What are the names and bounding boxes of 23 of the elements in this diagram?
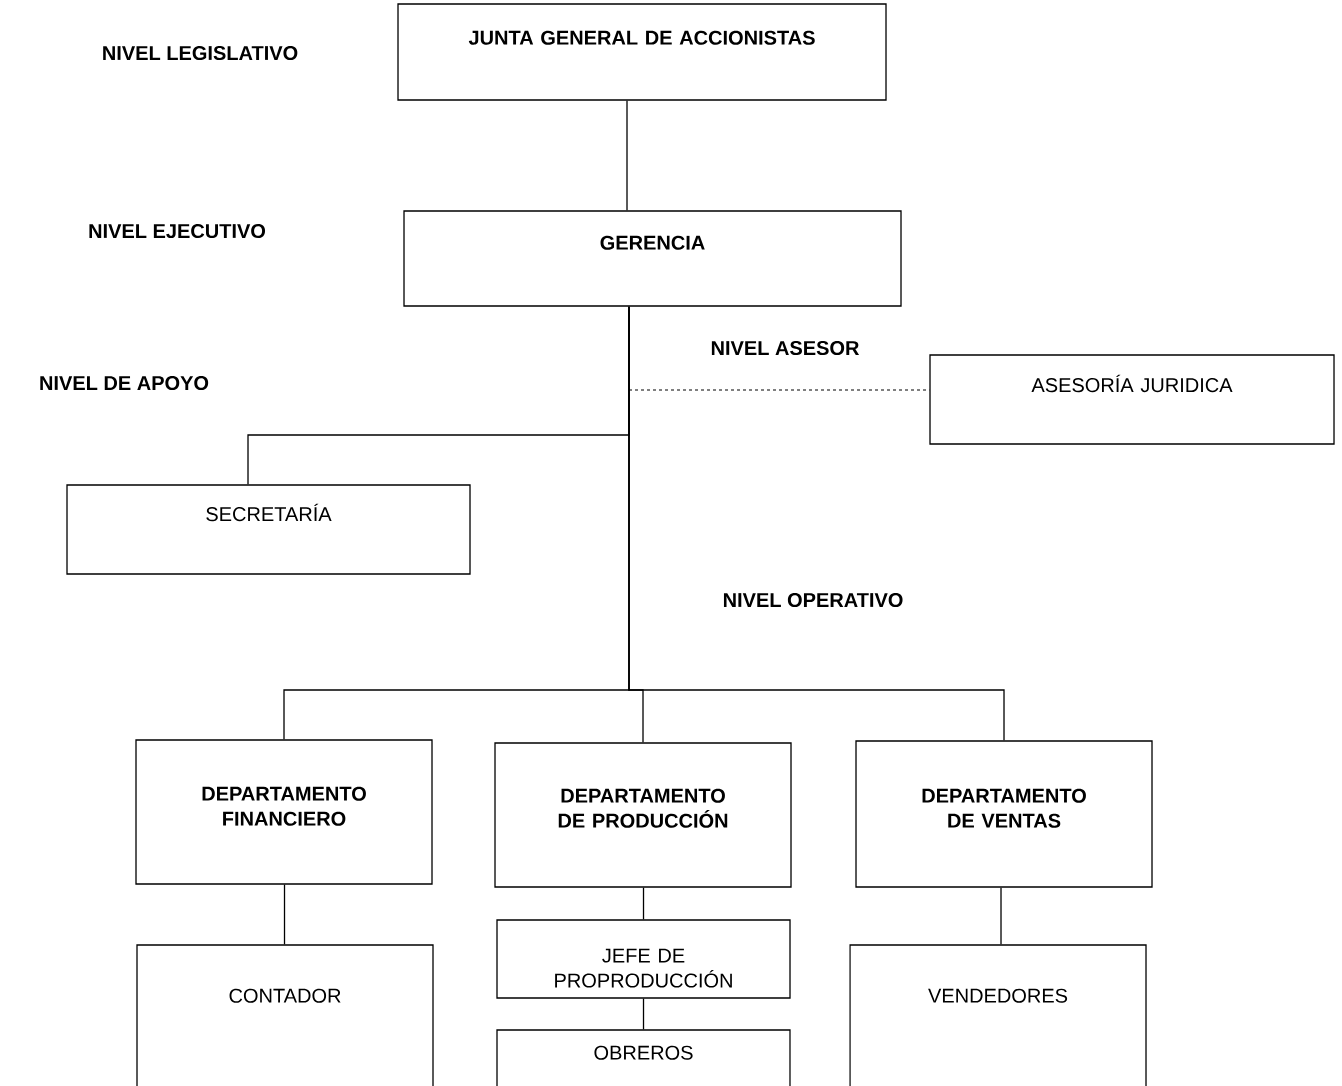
level-label: NIVEL OPERATIVO [723,592,903,608]
level-label: NIVEL LEGISLATIVO [103,45,298,61]
level-label: NIVEL EJECUTIVO [89,223,266,239]
org-box: JUNTA GENERAL DE ACCIONISTAS [397,3,887,101]
org-box: GERENCIA [403,210,902,307]
org-box: DEPARTAMENTO DE PRODUCCIÓN [494,742,792,888]
org-box: JEFE DE PROPRODUCCIÓN [496,919,791,999]
connector-line [283,884,286,945]
connector-line [628,306,1005,741]
connector-line [626,100,628,211]
org-box: SECRETARÍA [66,484,471,575]
org-box: DEPARTAMENTO FINANCIERO [135,739,433,885]
org-box: CONTADOR [136,944,434,1086]
connector-line [642,887,645,920]
connector-line [628,389,930,391]
org-box: ASESORÍA JURIDICA [929,354,1335,445]
connector-line [1000,887,1002,945]
level-label: NIVEL DE APOYO [40,375,209,391]
org-box: OBREROS [496,1029,791,1086]
connector-line [642,998,645,1030]
org-box: VENDEDORES [849,944,1147,1086]
level-label: NIVEL ASESOR [711,340,860,356]
org-box: DEPARTAMENTO DE VENTAS [855,740,1153,888]
